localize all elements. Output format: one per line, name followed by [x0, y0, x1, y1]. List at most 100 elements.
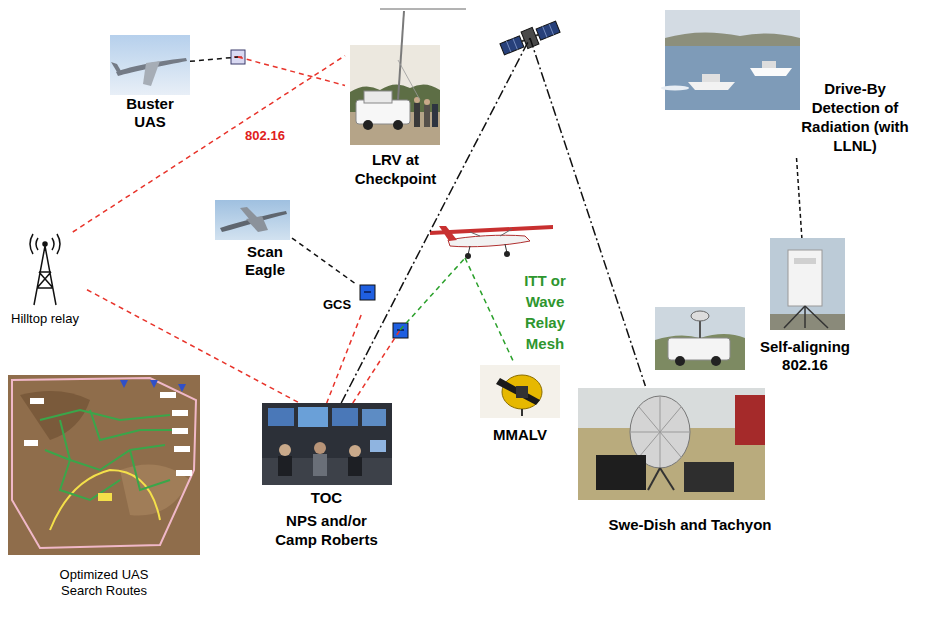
radio-tower-icon — [43, 242, 47, 246]
lrv-photo — [414, 103, 420, 127]
swe-dish-photo — [735, 395, 765, 445]
self-aligning-photo — [770, 314, 845, 330]
link-line — [73, 56, 345, 232]
truck-photo — [675, 356, 685, 366]
photo-node: Self-aligning 802.16 — [750, 238, 862, 378]
photo-node: Optimized UAS Search Routes — [6, 373, 202, 602]
toc-photo — [279, 444, 291, 456]
swe-dish-photo — [660, 468, 674, 490]
photo-node: Drive-By Detection of Radiation (with LL… — [665, 8, 917, 158]
satellite-icon — [506, 41, 510, 52]
self-aligning-photo — [794, 258, 816, 264]
caption: TOC — [269, 489, 384, 507]
caption: GCS — [318, 297, 356, 313]
link-label: ITT or Wave Relay Mesh — [516, 270, 574, 354]
boats-photo — [665, 10, 800, 110]
toc-photo — [268, 408, 294, 426]
gcs-box-symbol — [364, 291, 371, 293]
photo-node: Scan Eagle — [213, 198, 292, 281]
toc-photo — [262, 403, 392, 485]
route-map — [8, 375, 200, 555]
mmalv-photo — [516, 386, 528, 398]
lrv-photo — [432, 104, 438, 127]
satellite-icon — [549, 24, 553, 35]
scan-eagle-photo — [240, 207, 258, 220]
relay-aircraft — [439, 226, 457, 241]
toc-photo — [314, 442, 326, 454]
scan-eagle-photo — [215, 200, 290, 240]
route-map — [30, 398, 44, 404]
link-line — [292, 238, 356, 284]
caption: NPS and/or Camp Roberts — [269, 511, 384, 549]
lrv-photo — [350, 45, 440, 145]
link-line — [87, 290, 299, 403]
link-segment — [327, 315, 361, 403]
route-map — [160, 392, 176, 398]
relay-aircraft — [465, 253, 471, 259]
toc-photo — [349, 445, 361, 457]
truck-photo — [655, 307, 745, 370]
self-aligning-photo — [770, 238, 845, 330]
caption: Drive-By Detection of Radiation (with LL… — [795, 79, 915, 155]
swe-dish-photo — [578, 388, 765, 500]
self-aligning-photo — [805, 306, 828, 328]
link-line — [327, 315, 361, 403]
relay-aircraft — [448, 235, 530, 247]
boats-photo — [661, 10, 800, 110]
caption: MMALV — [488, 426, 552, 444]
gcs-box-symbol — [360, 285, 375, 300]
toc-photo — [298, 407, 328, 427]
route-map — [40, 410, 175, 500]
caption: Hilltop relay — [5, 311, 85, 327]
lrv-photo — [398, 11, 404, 100]
link-label: 802.16 — [242, 128, 288, 144]
photo-node: Buster UAS — [110, 35, 190, 133]
swe-dish-photo — [648, 468, 660, 490]
lrv-photo — [424, 105, 430, 127]
lrv-photo — [364, 91, 392, 103]
truck-photo — [711, 356, 721, 366]
toc-photo — [362, 409, 386, 426]
mmalv-photo — [496, 378, 540, 405]
truck-photo — [668, 338, 730, 360]
buster-photo — [110, 35, 190, 95]
toc-photo — [348, 457, 362, 476]
toc-photo — [262, 403, 392, 485]
link-segment — [400, 258, 465, 330]
relay-aircraft — [470, 232, 480, 236]
buster-photo — [143, 61, 160, 86]
swe-dish-photo — [639, 407, 681, 457]
link-segment — [238, 57, 345, 85]
link-segment — [465, 258, 514, 363]
boats-photo — [750, 68, 792, 76]
satellite-icon — [543, 26, 547, 37]
caption: Buster UAS — [122, 95, 178, 131]
route-map — [8, 375, 200, 555]
route-map — [12, 378, 196, 548]
route-map — [50, 470, 160, 530]
mmalv-photo — [480, 365, 560, 418]
satellite-icon — [536, 21, 560, 40]
link-line — [190, 57, 345, 85]
photo-node: GCS — [316, 284, 378, 315]
link-segment — [190, 57, 238, 61]
link-line — [797, 158, 802, 238]
route-map — [172, 428, 188, 434]
photo-node: TOC NPS and/or Camp Roberts — [262, 403, 392, 551]
swe-dish-photo — [596, 455, 646, 490]
buster-photo — [111, 62, 121, 72]
boats-photo — [665, 32, 800, 46]
photo-node: LRV at Checkpoint — [345, 8, 445, 190]
link-segment — [292, 238, 356, 284]
mmalv-photo — [480, 365, 560, 418]
photo-node: Hilltop relay — [5, 232, 87, 329]
lrv-photo — [350, 9, 466, 145]
lrv-photo — [356, 100, 410, 124]
toc-photo — [313, 454, 327, 476]
photo-node: MMALV — [478, 363, 562, 446]
self-aligning-photo — [788, 250, 822, 306]
radio-tower-icon — [30, 234, 60, 254]
mmalv-photo — [521, 409, 523, 416]
swe-dish-photo — [639, 407, 681, 457]
